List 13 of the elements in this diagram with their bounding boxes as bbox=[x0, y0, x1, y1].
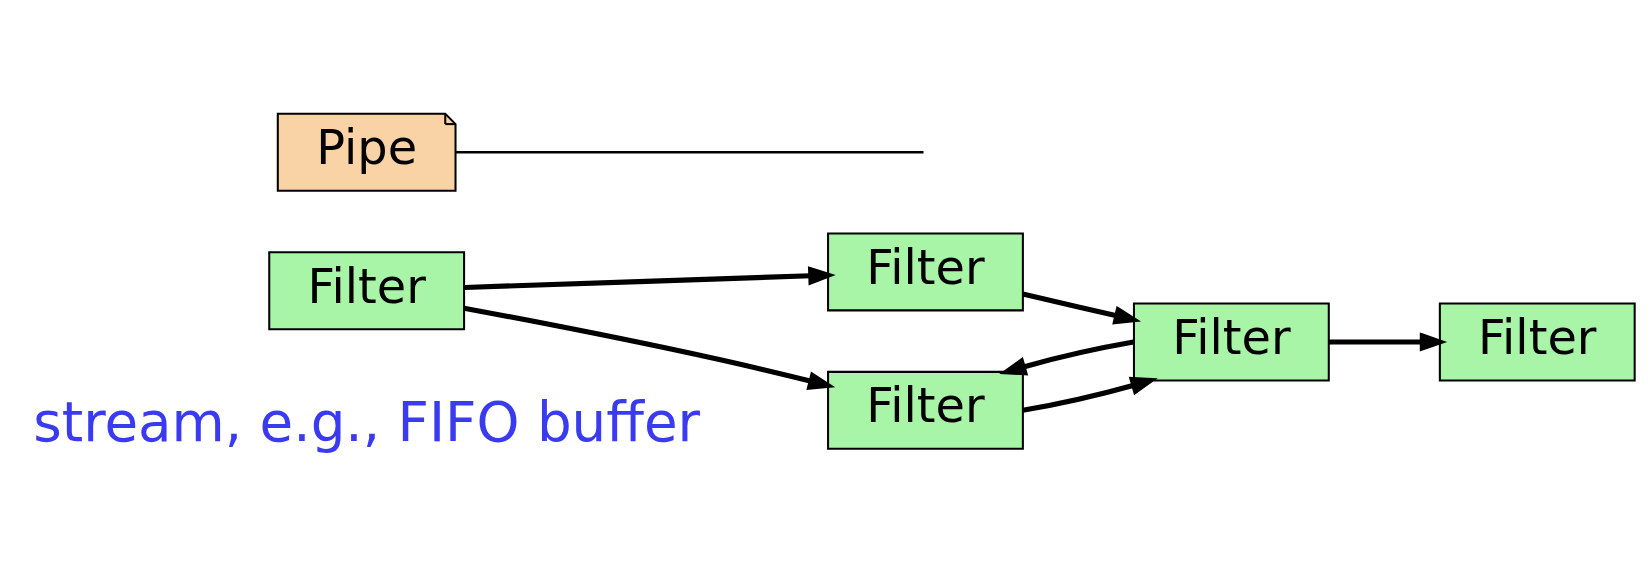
arrow bbox=[1328, 332, 1448, 352]
arrow bbox=[464, 266, 836, 291]
connector bbox=[455, 151, 924, 154]
arrow bbox=[999, 339, 1134, 376]
node-box: Filter bbox=[268, 251, 466, 331]
arrow bbox=[1022, 376, 1158, 413]
arrow bbox=[463, 305, 836, 391]
label: stream, e.g., FIFO buffer bbox=[33, 390, 701, 455]
node-box: Filter bbox=[827, 232, 1024, 312]
arrow bbox=[1022, 291, 1142, 325]
node-box: Filter bbox=[1438, 302, 1636, 382]
node-box: Filter bbox=[827, 370, 1024, 450]
node-box: Filter bbox=[1132, 302, 1330, 382]
